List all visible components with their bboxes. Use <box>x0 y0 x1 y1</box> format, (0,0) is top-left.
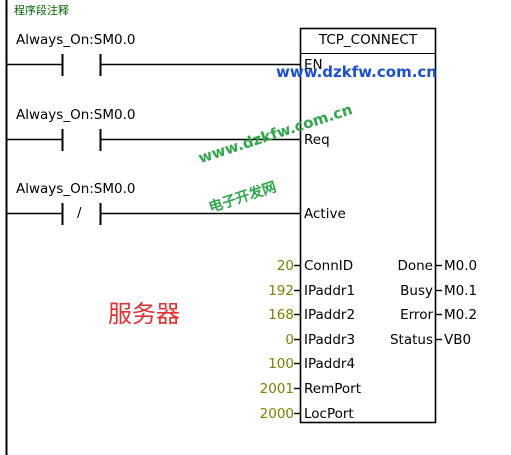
pin-done: Done <box>397 258 433 274</box>
rung-2-contact <box>7 129 300 151</box>
pin-busy: Busy <box>400 283 433 299</box>
input-stubs <box>294 264 301 415</box>
contact-label-3: Always_On:SM0.0 <box>16 181 136 197</box>
contact-label-1: Always_On:SM0.0 <box>16 32 136 48</box>
value-ipaddr1[interactable]: 192 <box>268 283 294 299</box>
contact-label-2: Always_On:SM0.0 <box>16 107 136 123</box>
output-stubs <box>435 264 442 341</box>
pin-ipaddr3: IPaddr3 <box>304 332 356 348</box>
value-ipaddr2[interactable]: 168 <box>268 307 294 323</box>
value-connid[interactable]: 20 <box>276 258 294 274</box>
value-ipaddr3[interactable]: 0 <box>285 332 294 348</box>
value-done[interactable]: M0.0 <box>444 258 478 274</box>
pin-locport: LocPort <box>304 406 354 422</box>
network-comment[interactable]: 程序段注释 <box>14 4 69 17</box>
watermark-url-1: www.dzkfw.com.cn <box>276 63 437 81</box>
pin-ipaddr4: IPaddr4 <box>304 356 356 372</box>
pin-status: Status <box>389 332 433 348</box>
value-status[interactable]: VB0 <box>444 332 472 348</box>
normally-closed-symbol: / <box>77 205 82 221</box>
value-error[interactable]: M0.2 <box>444 307 478 323</box>
value-locport[interactable]: 2000 <box>259 406 294 422</box>
pin-ipaddr1: IPaddr1 <box>304 283 356 299</box>
pin-en: EN <box>304 57 323 73</box>
function-block-box <box>299 27 437 424</box>
pin-remport: RemPort <box>304 381 361 397</box>
pin-req: Req <box>304 132 330 148</box>
server-annotation: 服务器 <box>108 300 180 328</box>
value-remport[interactable]: 2001 <box>259 381 294 397</box>
rung-1-contact <box>7 54 300 76</box>
rung-3-contact <box>7 203 300 225</box>
pin-connid: ConnID <box>304 258 354 274</box>
pin-active: Active <box>304 206 346 222</box>
value-ipaddr4[interactable]: 100 <box>268 356 294 372</box>
block-title: TCP_CONNECT <box>318 32 418 48</box>
pin-ipaddr2: IPaddr2 <box>304 307 356 323</box>
value-busy[interactable]: M0.1 <box>444 283 478 299</box>
pin-error: Error <box>400 307 433 323</box>
